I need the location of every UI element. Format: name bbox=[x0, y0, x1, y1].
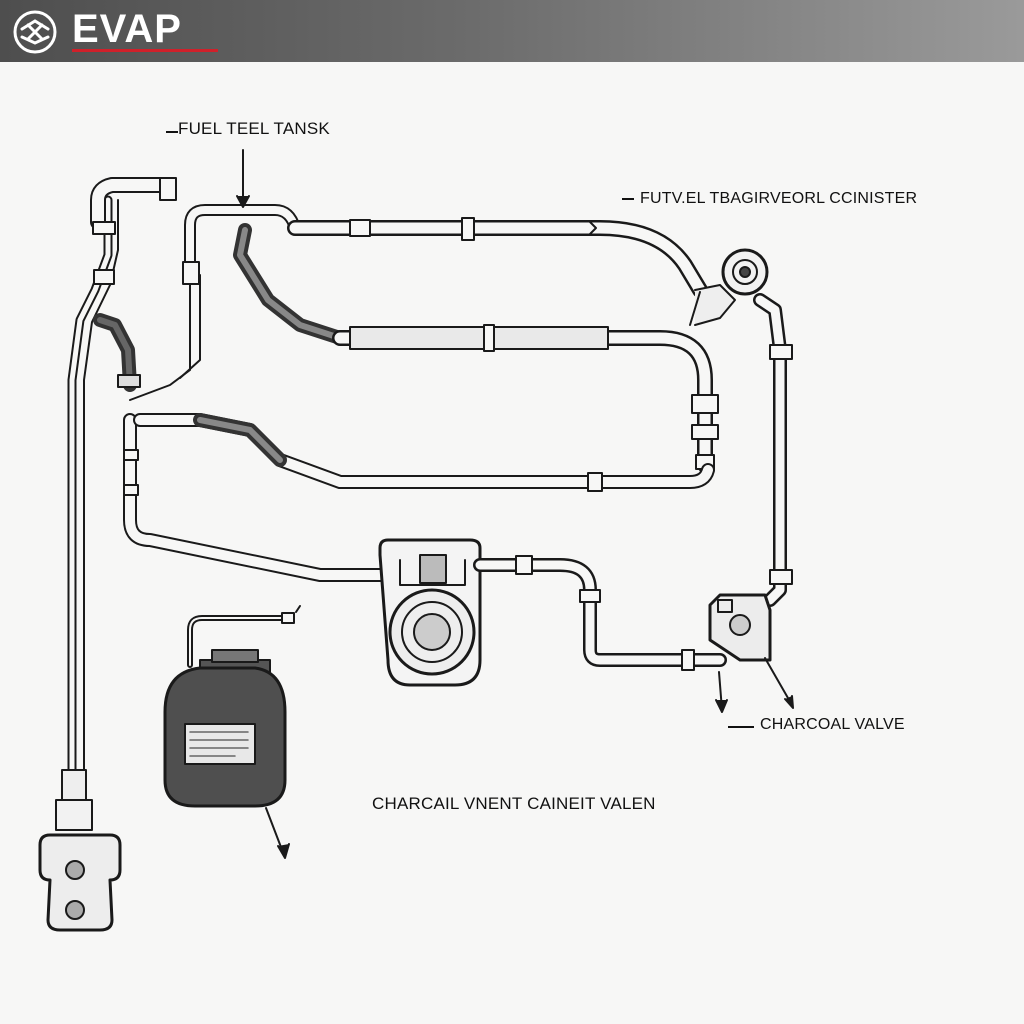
left-supply-pipe bbox=[67, 195, 119, 775]
fuel-tank-line bbox=[129, 204, 301, 401]
top-left-elbow bbox=[90, 177, 177, 285]
canister-body bbox=[694, 248, 769, 326]
fuel-tank-label: FUEL TEEL TANSK bbox=[178, 119, 330, 138]
canister-leader bbox=[622, 198, 634, 200]
evap-diagram: FUEL TEEL TANSK FUTV.EL TBAGIRVEORL CCIN… bbox=[0, 62, 1024, 1024]
canister-label: FUTV.EL TBAGIRVEORL CCINISTER bbox=[640, 190, 918, 207]
charcoal-valve-leader bbox=[728, 726, 754, 728]
evap-logo-icon bbox=[13, 10, 57, 54]
diagram-drawing bbox=[38, 149, 794, 932]
charcoal-valve-label: CHARCOAL VALVE bbox=[760, 716, 905, 733]
brand-title: EVAP bbox=[72, 7, 182, 51]
fuel-tank-leader bbox=[166, 131, 178, 133]
header-bar: EVAP bbox=[0, 0, 1024, 62]
left-flex-hose bbox=[93, 313, 141, 392]
right-vertical-pipe bbox=[753, 293, 793, 607]
vent-canister-tank bbox=[163, 612, 295, 808]
purge-pump bbox=[378, 538, 482, 687]
pointer-arrows bbox=[236, 149, 794, 859]
top-horizontal-run bbox=[287, 217, 708, 298]
inner-ribbed-hose bbox=[233, 223, 347, 345]
brand-underline bbox=[72, 49, 218, 52]
pump-to-valve-pipe bbox=[473, 555, 727, 671]
charcoal-valve-block bbox=[708, 593, 772, 662]
middle-horizontal-run bbox=[332, 324, 719, 473]
lower-return-loop bbox=[123, 413, 715, 582]
vent-caption: CHARCAIL VNENT CAINEIT VALEN bbox=[372, 794, 656, 813]
bottom-left-connector bbox=[38, 769, 122, 932]
